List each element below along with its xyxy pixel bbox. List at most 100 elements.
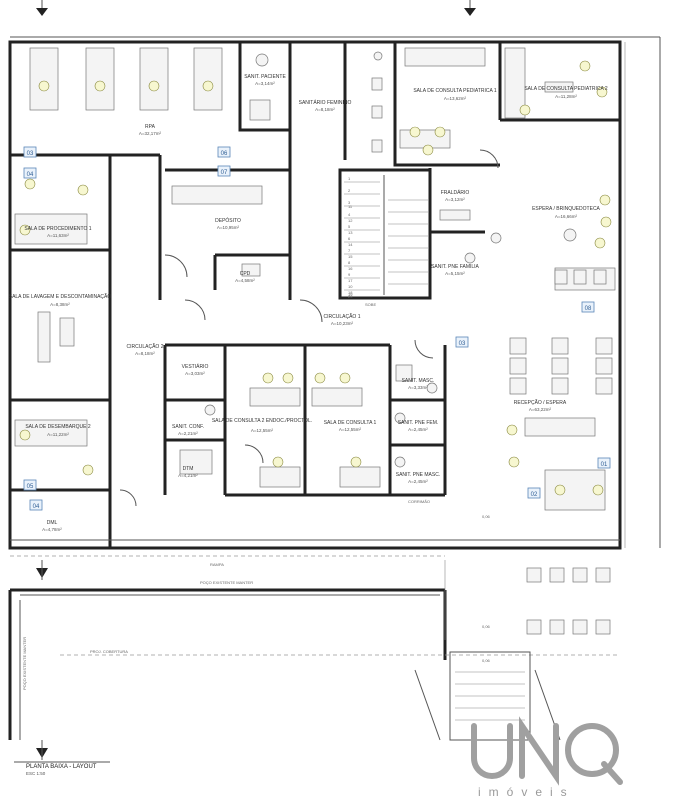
room-name-sanit-pne-familia: SANIT. PNE FAMILIA — [431, 264, 479, 270]
room-area-recepcao-espera: A=63,22m² — [529, 407, 552, 412]
staircase — [338, 168, 432, 300]
drawing-title: PLANTA BAIXA - LAYOUT — [26, 764, 97, 770]
room-name-consulta-ped-2: SALA DE CONSULTA PEDIATRICA 2 — [524, 86, 608, 92]
north-marker-top-left — [36, 0, 48, 16]
room-area-fraldario: A=3,12m² — [445, 197, 465, 202]
drawing-title-block: PLANTA BAIXA - LAYOUT ESC 1:50 — [14, 761, 110, 776]
room-area-consulta-1: A=12,55m² — [339, 427, 362, 432]
room-area-sanit-masc: A=3,33m² — [408, 385, 428, 390]
label-proj-cobertura: PROJ. COBERTURA — [90, 649, 128, 654]
svg-text:07: 07 — [221, 170, 228, 176]
room-area-sala-procedimento-1: A=11,63m² — [47, 233, 69, 238]
drawing-scale: ESC 1:50 — [26, 771, 46, 776]
tag-03-left: 03 — [23, 146, 37, 158]
brinquedoteca-furniture — [554, 194, 616, 291]
svg-text:2: 2 — [348, 188, 351, 193]
room-name-sanit-paciente: SANIT. PACIENTE — [244, 74, 286, 80]
tag-02: 02 — [527, 487, 541, 499]
room-name-sala-desembarque-2: SALA DE DESEMBARQUE 2 — [25, 424, 91, 430]
svg-text:1: 1 — [348, 176, 351, 181]
room-name-circulacao-1: CIRCULAÇÃO 1 — [324, 313, 361, 320]
svg-text:5: 5 — [348, 224, 351, 229]
room-name-dtm: DTM — [183, 466, 194, 472]
svg-text:16: 16 — [348, 266, 353, 271]
svg-text:14: 14 — [348, 242, 353, 247]
svg-text:6: 6 — [348, 236, 351, 241]
svg-text:03: 03 — [27, 151, 34, 157]
outer-wall — [8, 40, 622, 550]
svg-text:20: 20 — [348, 294, 353, 299]
room-area-vestiario: A=3,03m² — [185, 371, 205, 376]
tag-03-right: 03 — [455, 336, 469, 348]
svg-text:06: 06 — [221, 151, 228, 157]
north-marker-top-right — [464, 0, 476, 16]
svg-text:18: 18 — [348, 290, 353, 295]
room-area-circulacao-2: A=8,18m² — [135, 351, 155, 356]
svg-text:19: 19 — [348, 292, 353, 297]
room-area-sala-lavagem: A=8,38m² — [50, 302, 70, 307]
svg-text:02: 02 — [531, 492, 538, 498]
room-name-sanit-pne-masc: SANIT. PNE MASC. — [396, 472, 440, 478]
tag-08: 08 — [581, 301, 595, 313]
room-name-sanitario-feminino: SANITÁRIO FEMININO — [299, 99, 352, 106]
north-marker-bottom-left — [36, 740, 48, 760]
label-corrimao: CORRIMÃO — [408, 499, 430, 504]
room-area-circulacao-1: A=10,23m² — [331, 321, 354, 326]
svg-text:03: 03 — [459, 341, 466, 347]
room-name-sanit-conf: SANIT. CONF. — [172, 424, 204, 430]
room-name-consulta-ped-1: SALA DE CONSULTA PEDIATRICA 1 — [413, 88, 497, 94]
room-area-sanit-pne-masc: A=2,45m² — [408, 479, 428, 484]
room-name-recepcao-espera: RECEPÇÃO / ESPERA — [514, 399, 567, 406]
room-area-consulta-ped-2: A=11,28m² — [555, 94, 577, 99]
svg-text:13: 13 — [348, 230, 353, 235]
room-name-fraldario: FRALDÁRIO — [441, 189, 470, 196]
north-marker-left — [36, 560, 48, 580]
tag-07: 07 — [217, 165, 231, 177]
reception-seating — [506, 337, 613, 511]
svg-text:12: 12 — [348, 218, 353, 223]
room-area-sanit-conf: A=2,21m² — [178, 431, 198, 436]
logo-mark — [471, 716, 623, 786]
svg-text:9: 9 — [348, 272, 351, 277]
room-name-circulacao-2: CIRCULAÇÃO 2 — [127, 343, 164, 350]
room-name-consulta-1: SALA DE CONSULTA 1 — [324, 420, 377, 426]
room-name-vestiario: VESTIÁRIO — [182, 363, 209, 370]
logo-subtitle: imóveis — [478, 785, 575, 799]
tag-01: 01 — [597, 457, 611, 469]
room-name-sala-procedimento-1: SALA DE PROCEDIMENTO 1 — [24, 226, 91, 232]
tag-04-lower: 04 — [29, 499, 43, 511]
level-3: 0,06 — [482, 658, 491, 663]
room-area-espera-brinquedoteca: A=16,66m² — [555, 214, 578, 219]
room-name-consulta-2: SALA DE CONSULTA 2 ENDOC./PROCTOL. — [212, 418, 312, 424]
room-name-espera-brinquedoteca: ESPERA / BRINQUEDOTECA — [532, 206, 600, 212]
room-name-deposito: DEPÓSITO — [215, 217, 241, 224]
label-poco: POÇO EXISTENTE MANTER — [200, 580, 253, 585]
svg-text:7: 7 — [348, 248, 351, 253]
room-area-dml: A=4,78m² — [42, 527, 62, 532]
level-2: 0,06 — [482, 624, 491, 629]
room-name-dml: DML — [47, 520, 58, 526]
rpa-beds — [29, 47, 223, 111]
room-name-rpa: RPA — [145, 124, 156, 130]
svg-text:05: 05 — [27, 484, 34, 490]
room-area-rpa: A=32,17m² — [139, 131, 162, 136]
tag-05-left: 05 — [23, 479, 37, 491]
label-rampa: RAMPA — [210, 562, 224, 567]
room-name-cpd: CPD — [240, 271, 251, 277]
room-area-sanitario-feminino: A=8,18m² — [315, 107, 335, 112]
svg-text:17: 17 — [348, 278, 353, 283]
lower-waiting-seats — [526, 567, 611, 635]
svg-text:08: 08 — [585, 306, 592, 312]
room-area-sanit-pne-fem: A=2,45m² — [408, 427, 428, 432]
room-area-consulta-2: A=12,55m² — [251, 428, 274, 433]
svg-text:11: 11 — [348, 204, 353, 209]
svg-text:4: 4 — [348, 212, 351, 217]
level-1: 0,06 — [482, 514, 491, 519]
room-area-sala-desembarque-2: A=11,22m² — [47, 432, 69, 437]
svg-text:15: 15 — [348, 254, 353, 259]
svg-text:3: 3 — [348, 200, 351, 205]
